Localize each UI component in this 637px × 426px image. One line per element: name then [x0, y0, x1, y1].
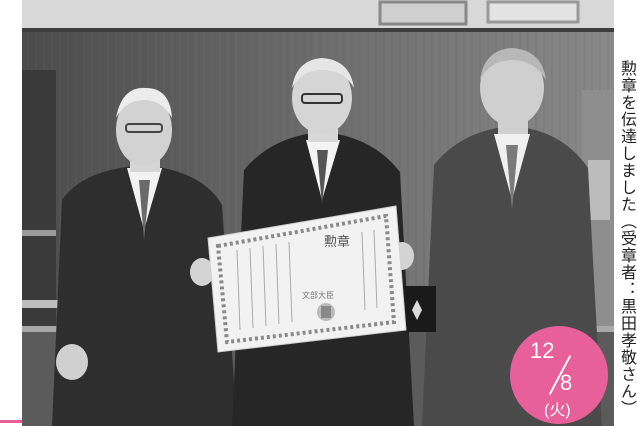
- vertical-caption: 勲章を伝達しました（受章者：黒田孝敬さん）: [618, 60, 637, 417]
- date-badge: 12 8 (火): [510, 326, 608, 424]
- diploma: 勲章 文部大臣: [207, 205, 407, 353]
- date-day: 8: [560, 370, 573, 395]
- date-weekday: (火): [544, 402, 571, 419]
- person-left: [52, 87, 237, 426]
- date-month: 12: [530, 338, 555, 363]
- diploma-heading: 勲章: [324, 234, 350, 250]
- diploma-seal-text: 文部大臣: [302, 290, 334, 300]
- accent-line: [0, 420, 22, 423]
- ceremony-photo: 勲章 文部大臣: [22, 0, 614, 426]
